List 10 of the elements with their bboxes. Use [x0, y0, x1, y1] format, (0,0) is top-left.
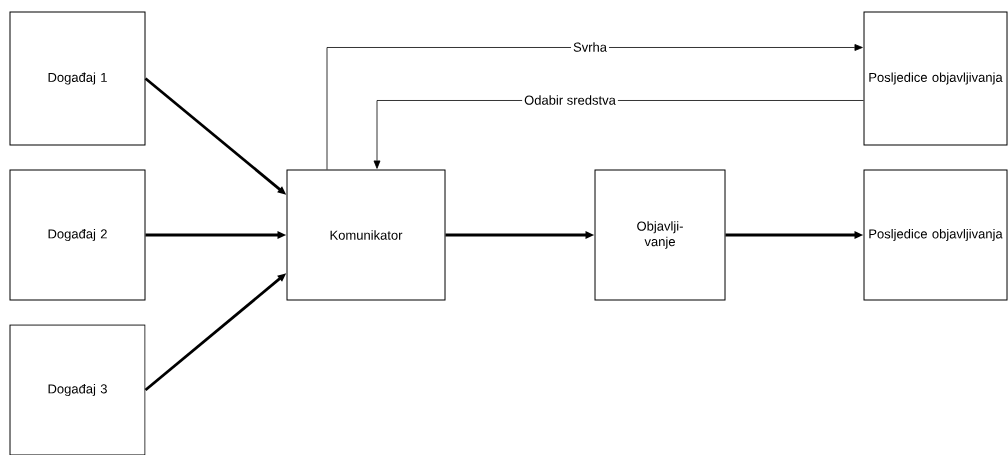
edge-label: Odabir sredstva — [522, 93, 618, 107]
result-box: Posljedice objavljivanja — [863, 169, 1008, 301]
event-box: Događaj 3 — [9, 324, 146, 455]
event-box: Događaj 2 — [9, 169, 146, 301]
process-box: Komunikator — [286, 169, 446, 301]
arrow — [326, 44, 863, 170]
process-box: Objavlji- vanje — [594, 169, 726, 301]
event-box: Događaj 1 — [9, 11, 146, 146]
result-box: Posljedice objavljivanja — [863, 11, 1008, 146]
edge-label: Svrha — [571, 40, 609, 54]
